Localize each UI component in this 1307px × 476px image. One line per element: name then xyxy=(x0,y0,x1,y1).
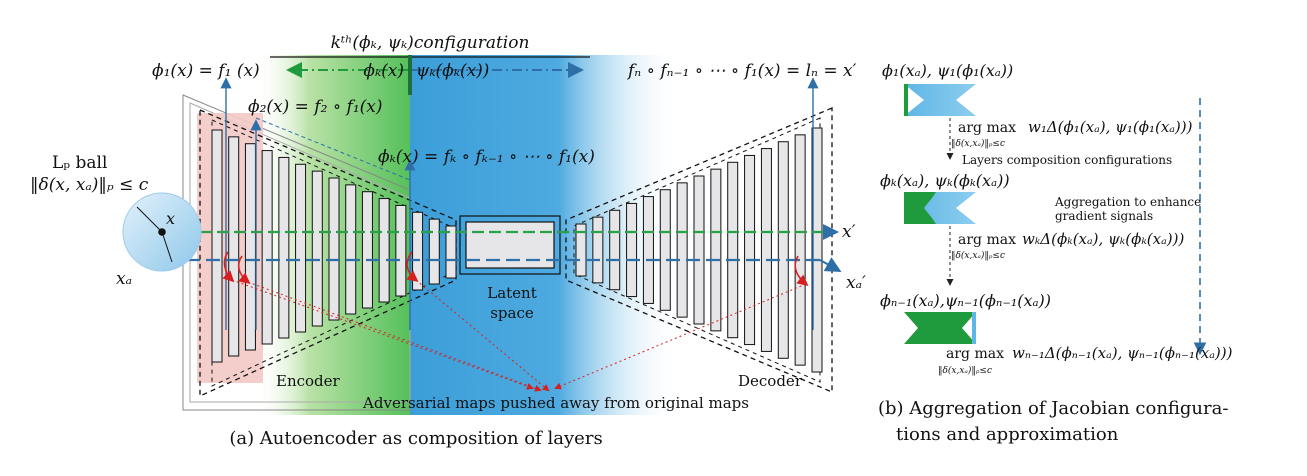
x-prime-output: x′ xyxy=(842,222,856,242)
decoder-layer xyxy=(642,196,654,304)
decoder-layer xyxy=(811,127,823,373)
encoder-layer xyxy=(328,177,340,321)
phi-k-label: ϕₖ(x) xyxy=(363,61,404,81)
objective-1: w₁Δ(ϕ₁(xₐ), ψ₁(ϕ₁(xₐ))) xyxy=(1028,118,1193,136)
decoder-layer xyxy=(744,154,756,346)
decoder-layer xyxy=(794,134,806,366)
encoder-layer xyxy=(345,184,357,315)
decoder-layer xyxy=(609,209,621,291)
panel-a: kᵗʰ(ϕₖ, ψₖ)configuration ϕₖ(x) ψₖ(ϕₖ(x))… xyxy=(30,33,866,449)
funnel-1 xyxy=(904,84,976,116)
funnel-n xyxy=(904,312,976,344)
objective-n: wₙ₋₁Δ(ϕₙ₋₁(xₐ), ψₙ₋₁(ϕₙ₋₁(xₐ))) xyxy=(1012,344,1233,362)
psi-k-label: ψₖ(ϕₖ(x)) xyxy=(416,61,489,81)
decoder-label: Decoder xyxy=(738,372,803,390)
encoder-layer xyxy=(445,225,457,279)
encoder-layer xyxy=(278,156,290,339)
encoder-layer xyxy=(395,204,407,297)
aggregation-note-2: gradient signals xyxy=(1055,209,1153,223)
lp-ball-title: Lₚ ball xyxy=(52,153,107,173)
decoder-layer xyxy=(592,216,604,284)
encoder-frame-outer xyxy=(182,94,411,411)
decoder-layer xyxy=(710,168,722,332)
encoder-layer xyxy=(311,170,323,327)
phik-equation: ϕₖ(x) = fₖ ∘ fₖ₋₁ ∘ ⋯ ∘ f₁(x) xyxy=(378,147,595,167)
encoder-frame-inner xyxy=(189,102,411,403)
latent-label-1: Latent xyxy=(487,284,537,302)
decoder-layer xyxy=(777,141,789,359)
decoder-layer xyxy=(760,148,772,352)
encoder-layers xyxy=(211,129,457,363)
decoder-layer xyxy=(727,161,739,339)
caption-b-line2: tions and approximation xyxy=(896,424,1119,445)
decoder-layer xyxy=(626,202,638,298)
adversarial-maps-label: Adversarial maps pushed away from origin… xyxy=(362,394,749,412)
encoder-layer xyxy=(361,191,373,309)
decoder-layer xyxy=(575,223,587,277)
objective-k: wₖΔ(ϕₖ(xₐ), ψₖ(ϕₖ(xₐ))) xyxy=(1022,230,1184,248)
ball-radius xyxy=(136,206,163,233)
config-split xyxy=(408,55,412,95)
encoder-layer xyxy=(412,211,424,291)
red-dotted-lines xyxy=(231,279,807,392)
funnel-n-decoder xyxy=(972,312,976,344)
red-perturbation-arrows xyxy=(222,251,809,287)
panel-b: ϕ₁(xₐ), ψ₁(ϕ₁(xₐ)) arg max ‖δ(x,xₐ)‖ₚ≤c … xyxy=(878,61,1233,445)
argmax-k: arg max xyxy=(958,232,1016,248)
encoder-layer xyxy=(228,136,240,357)
aggregation-note-1: Aggregation to enhance xyxy=(1054,195,1201,209)
encoder-label: Encoder xyxy=(276,372,341,390)
lp-ball-condition: ‖δ(x, xₐ)‖ₚ ≤ c xyxy=(30,175,149,195)
decoder-layer xyxy=(693,175,705,325)
phi1-equation: ϕ₁(x) = f₁ (x) xyxy=(152,61,260,81)
encoder-layer xyxy=(244,143,256,351)
layers-note: Layers composition configurations xyxy=(962,153,1172,167)
constraint-1: ‖δ(x,xₐ)‖ₚ≤c xyxy=(951,138,1005,149)
argmax-1: arg max xyxy=(958,120,1016,136)
latent-label-2: space xyxy=(490,304,534,322)
xa-label: xₐ xyxy=(116,269,132,289)
decoder-layers xyxy=(575,127,823,373)
caption-b-line1: (b) Aggregation of Jacobian configura- xyxy=(878,398,1228,419)
constraint-k: ‖δ(x,xₐ)‖ₚ≤c xyxy=(951,250,1005,261)
head-k: ϕₖ(xₐ), ψₖ(ϕₖ(xₐ)) xyxy=(880,171,1010,190)
encoder-layer xyxy=(428,218,440,285)
argmax-n: arg max xyxy=(946,346,1004,362)
xa-prime-output: xₐ′ xyxy=(846,273,866,293)
encoder-layer xyxy=(378,198,390,303)
head-n: ϕₙ₋₁(xₐ),ψₙ₋₁(ϕₙ₋₁(xₐ)) xyxy=(880,291,1051,310)
x-label: x xyxy=(166,209,175,228)
fn-equation: fₙ ∘ fₙ₋₁ ∘ ⋯ ∘ f₁(x) = lₙ = x′ xyxy=(626,61,857,81)
encoder-layer xyxy=(211,129,223,363)
latent-box-outer xyxy=(459,215,561,275)
xa-out-arrow xyxy=(819,257,842,272)
head-1: ϕ₁(xₐ), ψ₁(ϕ₁(xₐ)) xyxy=(882,61,1013,80)
constraint-n: ‖δ(x,xₐ)‖ₚ≤c xyxy=(938,365,992,376)
encoder-layer xyxy=(295,163,307,333)
funnel-1-encoder xyxy=(904,84,908,116)
encoder-outline xyxy=(199,109,457,398)
funnel-k-encoder xyxy=(904,192,936,224)
config-title: kᵗʰ(ϕₖ, ψₖ)configuration xyxy=(331,33,530,53)
decoder-outline xyxy=(565,107,833,393)
caption-a: (a) Autoencoder as composition of layers xyxy=(229,428,602,449)
decoder-layer xyxy=(659,189,671,311)
decoder-layer xyxy=(676,182,688,318)
phi2-equation: ϕ₂(x) = f₂ ∘ f₁(x) xyxy=(248,97,383,117)
encoder-layer xyxy=(261,150,273,345)
xa-pointer xyxy=(161,231,173,263)
